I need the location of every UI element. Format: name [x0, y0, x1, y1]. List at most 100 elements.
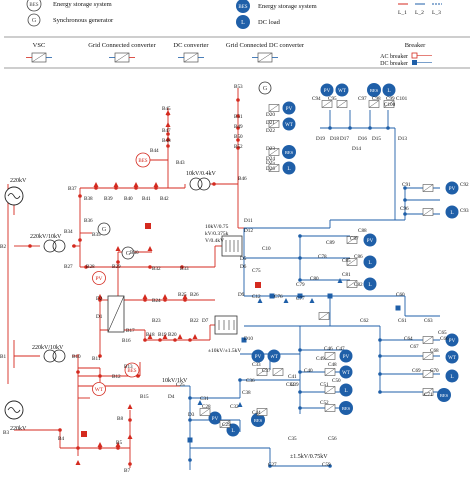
bus-label-b23: B23	[152, 318, 161, 324]
dc-node-14	[298, 348, 302, 352]
ac-breaker-0[interactable]	[255, 282, 261, 288]
bes-b44-label: BES	[138, 159, 147, 164]
grid-dc-converter-legend-icon	[252, 52, 278, 63]
bus-label-d26: D26	[266, 166, 275, 172]
bes-c44-label: BES	[254, 418, 263, 423]
ac-node-7	[78, 194, 82, 198]
bus-label-b10: B10	[72, 354, 81, 360]
ac-sources: PV BES WT BES	[92, 152, 151, 396]
bus-label-c47: C47	[336, 346, 345, 352]
load-c81: L	[363, 277, 377, 291]
ac-breaker-2[interactable]	[81, 431, 87, 437]
bus-label-b18: B18	[146, 332, 155, 338]
bus-label-c51: C51	[320, 382, 329, 388]
bus-label-b52: B52	[234, 144, 243, 150]
bus-label-d23: D23	[266, 146, 275, 152]
bus-label-d18: D18	[330, 136, 339, 142]
bes-legend-icon	[26, 0, 42, 12]
bus-label-c79: C79	[296, 282, 305, 288]
bus-label-b37: B37	[68, 186, 77, 192]
bus-label-d13: D13	[398, 136, 407, 142]
transformer-upper-label: 220kV/10kV	[30, 234, 62, 240]
ac-node-6	[180, 265, 184, 269]
bus-label-b34: B34	[64, 229, 73, 235]
dc-node-24	[328, 464, 332, 468]
ac-node-9	[114, 186, 118, 190]
bus-label-b26: B26	[190, 292, 199, 298]
dc-load-legend-symbol: L	[241, 20, 245, 26]
dc-breaker-3[interactable]	[327, 293, 333, 299]
mini-converter-4	[321, 100, 333, 108]
load-c93: L	[445, 205, 459, 219]
grid-voltage-upper: 220kV	[10, 178, 27, 184]
bus-label-b46: B46	[238, 176, 247, 182]
dc-load-arrow-5	[237, 402, 243, 407]
bus-label-b53: B53	[234, 84, 243, 90]
ac-node-34	[236, 114, 240, 118]
ac-node-10	[134, 186, 138, 190]
bes-legend-label: Energy storage system	[53, 1, 112, 8]
l1-line-label: L_1	[398, 10, 407, 16]
bes-b44: BES	[135, 152, 151, 168]
ac-node-1	[72, 244, 76, 248]
bus-label-b3: B3	[3, 430, 9, 436]
bus-label-c10: C10	[262, 246, 271, 252]
bes-c97-label: BES	[370, 88, 379, 93]
bus-label-c89: C89	[326, 240, 335, 246]
ac-breaker-1[interactable]	[145, 223, 151, 229]
bus-label-c82: C82	[354, 282, 363, 288]
bus-label-c77: C77	[296, 296, 305, 302]
ac-node-35	[236, 126, 240, 130]
bus-label-c75: C75	[252, 268, 261, 274]
mini-converter-11	[346, 258, 358, 266]
mini-converter-7	[383, 100, 395, 108]
transformer-d-label-b: kV/0.375k	[205, 231, 229, 237]
ac-breakers	[28, 98, 261, 466]
ac-load-arrow-16	[97, 442, 103, 447]
bus-label-b42: B42	[160, 196, 169, 202]
bus-label-b13: B13	[124, 364, 133, 370]
bus-label-c56: C56	[328, 436, 337, 442]
dc-breaker-4[interactable]	[187, 437, 193, 443]
ac-node-37	[236, 146, 240, 150]
bes-dc-legend-label: Energy storage system	[258, 3, 317, 10]
ac-load-arrow-12	[162, 334, 168, 339]
bus-label-c33: C33	[252, 362, 261, 368]
mini-converter-24	[199, 408, 211, 416]
load-c99-label: L	[387, 88, 391, 94]
transformer-c25-label: 10kV/1kV	[162, 378, 188, 384]
ac-node-21	[143, 298, 147, 302]
bus-label-c69: C69	[412, 368, 421, 374]
dc-breaker-0[interactable]	[395, 305, 401, 311]
bus-label-b29: B29	[112, 264, 121, 270]
dc-sources: PV WT BES L PV WT BES L PV L PV L L PV W…	[208, 83, 459, 437]
bes-d23-label: BES	[285, 150, 294, 155]
ac-node-24	[143, 338, 147, 342]
bus-label-b8: B8	[117, 416, 123, 422]
pv-c48: PV	[339, 349, 353, 363]
bus-label-d7: D7	[202, 318, 209, 324]
load-c70-label: L	[450, 374, 454, 380]
ac-load-arrow-18	[127, 404, 133, 409]
bus-label-c67: C67	[410, 344, 419, 350]
load-d24-label: L	[287, 166, 291, 172]
bus-label-b40: B40	[124, 196, 133, 202]
bus-label-d9: D9	[238, 292, 245, 298]
bus-label-c65: C65	[438, 330, 447, 336]
ac-load-arrow-14	[192, 334, 198, 339]
ac-load-arrow-20	[115, 246, 121, 251]
bus-label-b47: B47	[162, 128, 171, 134]
dc-breaker-1[interactable]	[269, 293, 275, 299]
dc-breaker-2[interactable]	[297, 293, 303, 299]
bus-label-d5: D5	[240, 256, 247, 262]
bus-label-d24: D24	[266, 156, 275, 162]
bus-label-d14: D14	[352, 146, 361, 152]
wt-d21-label: WT	[285, 123, 293, 128]
pv-c33-label: PV	[255, 355, 262, 360]
bus-label-b43: B43	[176, 160, 185, 166]
dc-breaker-5[interactable]	[241, 337, 247, 343]
bus-label-c68: C68	[430, 348, 439, 354]
load-c85: L	[363, 255, 377, 269]
bus-label-c87: C87	[350, 236, 359, 242]
ac-node-5	[148, 265, 152, 269]
